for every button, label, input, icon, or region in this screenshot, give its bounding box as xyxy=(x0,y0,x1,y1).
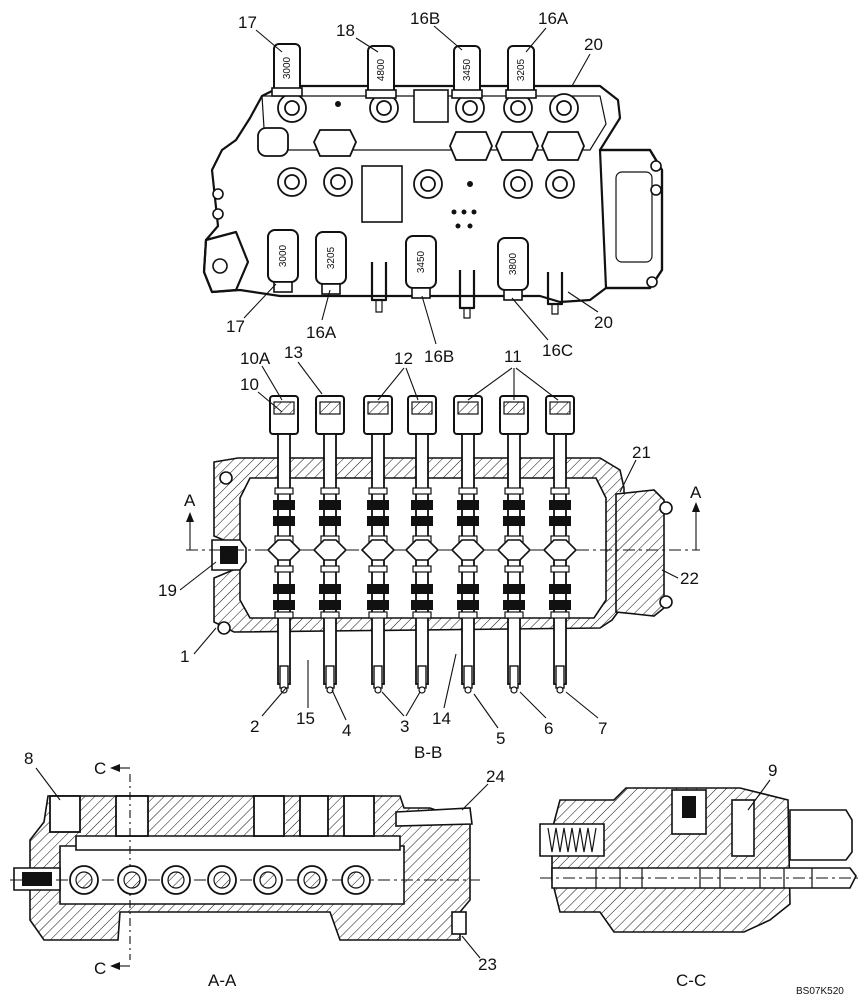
callout-23: 23 xyxy=(478,955,497,974)
callout-12: 12 xyxy=(394,349,413,368)
callout-16a-top: 16A xyxy=(538,9,569,28)
callout-10a: 10A xyxy=(240,349,271,368)
cartridge-pressure-code: 3450 xyxy=(416,250,427,273)
cartridge-pressure-code: 4800 xyxy=(376,58,387,81)
cartridge-pressure-code: 3000 xyxy=(282,56,293,79)
callout-6: 6 xyxy=(544,719,553,738)
callout-4: 4 xyxy=(342,721,351,740)
callout-16b-bottom: 16B xyxy=(424,347,454,366)
callout-1: 1 xyxy=(180,647,189,666)
callout-17-bottom: 17 xyxy=(226,317,245,336)
section-aa-callouts: 8 24 23 A-A xyxy=(24,749,505,990)
valve-spool xyxy=(496,395,532,694)
valve-spool xyxy=(312,395,348,694)
callout-15: 15 xyxy=(296,709,315,728)
callout-22: 22 xyxy=(680,569,699,588)
callout-14: 14 xyxy=(432,709,451,728)
caption-a-a: A-A xyxy=(208,971,237,990)
bottom-relief-cartridges: 3000 3205 3450 3800 xyxy=(267,229,529,301)
callout-2: 2 xyxy=(250,717,259,736)
figure-code: BS07K520 xyxy=(796,986,844,997)
top-cartridge: 3450 xyxy=(451,45,483,99)
valve-spool xyxy=(450,395,486,694)
top-view-valve-body xyxy=(202,84,664,319)
check-ball xyxy=(253,865,283,895)
check-ball xyxy=(69,865,99,895)
section-cc-callouts: 9 C-C xyxy=(676,761,777,990)
cartridge-pressure-code: 3000 xyxy=(278,244,289,267)
valve-spool xyxy=(404,395,440,694)
top-cartridge: 3000 xyxy=(271,43,303,97)
section-mark-c-top: C xyxy=(94,759,106,778)
check-ball xyxy=(117,865,147,895)
section-bb-callouts: 10A 13 12 11 10 21 19 22 1 2 15 4 3 14 5… xyxy=(158,343,699,762)
cartridge-pressure-code: 3205 xyxy=(516,58,527,81)
valve-spool xyxy=(266,395,302,694)
callout-19: 19 xyxy=(158,581,177,600)
callout-3: 3 xyxy=(400,717,409,736)
callout-7: 7 xyxy=(598,719,607,738)
callout-9: 9 xyxy=(768,761,777,780)
callout-18: 18 xyxy=(336,21,355,40)
callout-10: 10 xyxy=(240,375,259,394)
top-cartridge: 4800 xyxy=(365,45,397,99)
section-bb-spools xyxy=(266,395,578,694)
section-cc-view xyxy=(539,787,862,933)
check-ball xyxy=(297,865,327,895)
cartridge-pressure-code: 3800 xyxy=(508,252,519,275)
check-ball xyxy=(341,865,371,895)
callout-20-bottom: 20 xyxy=(594,313,613,332)
section-mark-a-left: A xyxy=(184,491,196,510)
valve-spool xyxy=(360,395,396,694)
callout-17-top: 17 xyxy=(238,13,257,32)
valve-spool xyxy=(542,395,578,694)
section-aa-check-balls xyxy=(69,865,371,895)
callout-11: 11 xyxy=(504,347,522,366)
callout-5: 5 xyxy=(496,729,505,748)
check-ball xyxy=(207,865,237,895)
callout-16c: 16C xyxy=(542,341,573,360)
callout-24: 24 xyxy=(486,767,505,786)
callout-21: 21 xyxy=(632,443,651,462)
check-ball xyxy=(161,865,191,895)
top-relief-cartridges: 3000 4800 3450 3205 xyxy=(271,43,537,99)
cartridge-pressure-code: 3205 xyxy=(326,246,337,269)
section-mark-a-right: A xyxy=(690,483,702,502)
caption-c-c: C-C xyxy=(676,971,706,990)
callout-16a-bottom: 16A xyxy=(306,323,337,342)
top-cartridge: 3205 xyxy=(505,45,537,99)
caption-b-b: B-B xyxy=(414,743,442,762)
bottom-cartridge: 3450 xyxy=(405,235,437,299)
callout-8: 8 xyxy=(24,749,33,768)
callout-16b-top: 16B xyxy=(410,9,440,28)
cartridge-pressure-code: 3450 xyxy=(462,58,473,81)
section-mark-c-bottom: C xyxy=(94,959,106,978)
bottom-cartridge: 3000 xyxy=(267,229,299,293)
top-view-callouts: 17 18 16B 16A 20 17 16A 16B 16C 20 xyxy=(226,9,613,366)
bottom-cartridge: 3205 xyxy=(315,231,347,295)
bottom-cartridge: 3800 xyxy=(497,237,529,301)
callout-20-top: 20 xyxy=(584,35,603,54)
callout-13: 13 xyxy=(284,343,303,362)
